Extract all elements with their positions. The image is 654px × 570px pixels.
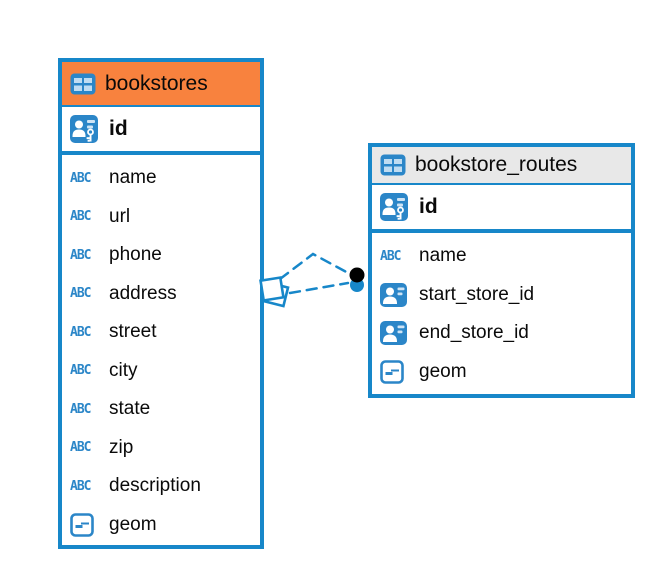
column-name: city [109,359,138,381]
geometry-type-icon [380,359,411,384]
text-type-icon: ABC [70,286,92,302]
table-header-bookstore-routes[interactable]: bookstore_routes [372,147,631,185]
column-row-geom[interactable]: geom [372,353,631,392]
column-row-end_store_id[interactable]: end_store_id [372,314,631,353]
column-name: phone [109,244,162,266]
column-name: id [419,195,438,218]
column-row-name[interactable]: ABC name [62,159,260,198]
text-type-icon: ABC [70,324,92,340]
primary-key-icon [70,115,101,143]
text-type-icon: ABC [70,478,92,494]
column-row-id[interactable]: id [372,185,631,229]
primary-key-icon [380,193,411,221]
column-name: geom [419,360,467,382]
reference-icon [380,321,411,346]
relationship-endpoint-blue [350,278,364,292]
column-name: id [109,117,128,140]
relationship-link-2 [288,281,350,295]
column-row-id[interactable]: id [62,107,260,151]
reference-icon [380,282,411,307]
table-title: bookstores [105,71,208,95]
column-name: end_store_id [419,322,529,344]
column-row-street[interactable]: ABC street [62,313,260,352]
text-type-icon: ABC [70,440,92,456]
relationship-marker-squares [259,276,290,308]
column-name: geom [109,513,157,535]
column-name: name [419,245,467,267]
table-icon [380,154,406,176]
column-row-geom[interactable]: geom [62,506,260,545]
column-name: zip [109,436,134,458]
geometry-type-icon [70,512,101,537]
text-type-icon: ABC [70,363,92,379]
text-type-icon: ABC [70,209,92,225]
table-icon [70,73,96,95]
column-row-city[interactable]: ABC city [62,352,260,391]
text-type-icon: ABC [70,401,92,417]
column-row-start_store_id[interactable]: start_store_id [372,276,631,315]
column-row-state[interactable]: ABC state [62,390,260,429]
column-name: name [109,167,157,189]
column-name: address [109,282,177,304]
column-row-address[interactable]: ABC address [62,275,260,314]
relationship-link-1 [278,252,352,281]
column-name: description [109,475,201,497]
column-row-name[interactable]: ABC name [372,237,631,276]
column-row-url[interactable]: ABC url [62,198,260,237]
column-row-phone[interactable]: ABC phone [62,236,260,275]
relationship-endpoint-black [349,267,365,283]
table-bookstore-routes[interactable]: bookstore_routes id ABC name start_store_i… [368,143,635,398]
text-type-icon: ABC [70,170,92,186]
text-type-icon: ABC [380,248,402,264]
table-header-bookstores[interactable]: bookstores [62,62,260,107]
column-name: start_store_id [419,283,535,305]
column-name: street [109,321,157,343]
primary-key-section: id [62,107,260,155]
table-title: bookstore_routes [415,153,578,176]
primary-key-section: id [372,185,631,233]
column-name: state [109,398,151,420]
text-type-icon: ABC [70,247,92,263]
column-name: url [109,205,131,227]
column-row-description[interactable]: ABC description [62,467,260,506]
column-row-zip[interactable]: ABC zip [62,429,260,468]
